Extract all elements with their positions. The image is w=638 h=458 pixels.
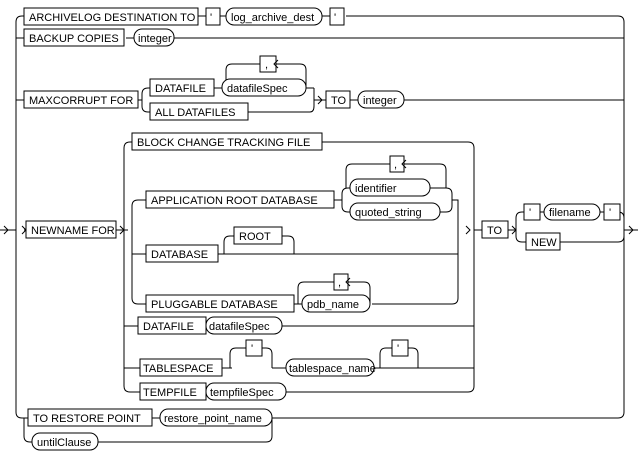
quote-close-2-label: ' bbox=[397, 343, 399, 355]
quote-close-1-label: ' bbox=[334, 12, 336, 24]
quote-close-2 bbox=[391, 339, 409, 357]
keyword-database bbox=[145, 244, 219, 263]
nonterminal-identifier bbox=[349, 178, 431, 197]
nonterminal-pdb-name-label: pdb_name bbox=[307, 299, 359, 311]
nonterminal-pdb-name bbox=[301, 294, 371, 313]
keyword-application-root-database-label: APPLICATION ROOT DATABASE bbox=[151, 195, 318, 207]
nonterminal-tempfilespec bbox=[205, 382, 287, 401]
keyword-datafile-1-label: DATAFILE bbox=[155, 83, 206, 95]
nonterminal-integer-1-label: integer bbox=[138, 33, 172, 45]
nonterminal-quoted-string-label: quoted_string bbox=[355, 207, 422, 219]
nonterminal-log-archive-dest bbox=[225, 7, 323, 26]
keyword-root-label: ROOT bbox=[239, 231, 271, 243]
comma-1 bbox=[259, 55, 277, 73]
keyword-tablespace-label: TABLESPACE bbox=[143, 363, 214, 375]
keyword-all-datafiles-label: ALL DATAFILES bbox=[155, 107, 236, 119]
keyword-root bbox=[233, 226, 283, 245]
keyword-to-restore-point-label: TO RESTORE POINT bbox=[33, 413, 141, 425]
keyword-application-root-database bbox=[145, 190, 335, 209]
nonterminal-datafilespec-1 bbox=[221, 78, 307, 97]
quote-open-3 bbox=[523, 203, 541, 221]
nonterminal-integer-1 bbox=[133, 28, 175, 47]
nonterminal-log-archive-dest-label: log_archive_dest bbox=[231, 12, 314, 24]
keyword-tempfile-label: TEMPFILE bbox=[143, 387, 197, 399]
quote-close-3-label: ' bbox=[609, 207, 611, 219]
quote-open-3-label: ' bbox=[529, 207, 531, 219]
quote-open-2 bbox=[245, 339, 263, 357]
keyword-pluggable-database bbox=[145, 294, 295, 313]
nonterminal-tablespace-name-label: tablespace_name bbox=[289, 363, 376, 375]
quote-open-1 bbox=[205, 7, 221, 26]
quote-open-1-label: ' bbox=[210, 12, 212, 24]
quote-close-3 bbox=[603, 203, 621, 221]
nonterminal-integer-2 bbox=[357, 90, 405, 109]
nonterminal-filename-label: filename bbox=[549, 207, 591, 219]
keyword-to-2 bbox=[481, 220, 509, 239]
keyword-block-change-tracking-file bbox=[131, 132, 323, 151]
keyword-datafile-1 bbox=[149, 78, 215, 97]
nonterminal-untilclause bbox=[31, 432, 99, 451]
keyword-backup-copies bbox=[23, 28, 125, 47]
keyword-maxcorrupt-for bbox=[23, 90, 139, 109]
keyword-archivelog-destination-to bbox=[23, 7, 199, 26]
nonterminal-datafilespec-2-label: datafileSpec bbox=[209, 321, 270, 333]
keyword-to-restore-point bbox=[27, 408, 153, 427]
comma-3-label: , bbox=[338, 277, 341, 289]
keyword-archivelog-destination-to-label: ARCHIVELOG DESTINATION TO bbox=[29, 12, 196, 24]
keyword-backup-copies-label: BACKUP COPIES bbox=[29, 33, 119, 45]
nonterminal-tempfilespec-label: tempfileSpec bbox=[210, 387, 274, 399]
nonterminal-quoted-string bbox=[349, 202, 441, 221]
keyword-datafile-2-label: DATAFILE bbox=[143, 321, 194, 333]
nonterminal-tablespace-name bbox=[285, 358, 375, 377]
nonterminal-restore-point-name bbox=[159, 408, 273, 427]
nonterminal-restore-point-name-label: restore_point_name bbox=[164, 413, 262, 425]
keyword-new-label: NEW bbox=[531, 237, 557, 249]
quote-open-2-label: ' bbox=[251, 343, 253, 355]
nonterminal-datafilespec-2 bbox=[205, 316, 283, 335]
keyword-tablespace bbox=[139, 358, 223, 377]
keyword-block-change-tracking-file-label: BLOCK CHANGE TRACKING FILE bbox=[137, 137, 310, 149]
comma-1-label: , bbox=[265, 59, 268, 71]
keyword-maxcorrupt-for-label: MAXCORRUPT FOR bbox=[29, 95, 133, 107]
comma-2-label: , bbox=[394, 159, 397, 171]
keyword-new bbox=[525, 232, 561, 251]
nonterminal-filename bbox=[543, 203, 601, 221]
keyword-to-2-label: TO bbox=[487, 225, 503, 237]
keyword-to-1-label: TO bbox=[331, 95, 347, 107]
quote-close-1 bbox=[329, 7, 345, 26]
keyword-pluggable-database-label: PLUGGABLE DATABASE bbox=[151, 299, 278, 311]
nonterminal-identifier-label: identifier bbox=[355, 183, 397, 195]
keyword-newname-for-label: NEWNAME FOR bbox=[31, 225, 115, 237]
comma-2 bbox=[389, 155, 405, 173]
keyword-all-datafiles bbox=[149, 102, 249, 121]
nonterminal-untilclause-label: untilClause bbox=[37, 437, 91, 449]
nonterminal-datafilespec-1-label: datafileSpec bbox=[227, 83, 288, 95]
keyword-to-1 bbox=[325, 90, 351, 109]
comma-3 bbox=[333, 273, 349, 291]
keyword-database-label: DATABASE bbox=[151, 249, 208, 261]
nonterminal-integer-2-label: integer bbox=[363, 95, 397, 107]
direction-arrows bbox=[21, 59, 517, 287]
